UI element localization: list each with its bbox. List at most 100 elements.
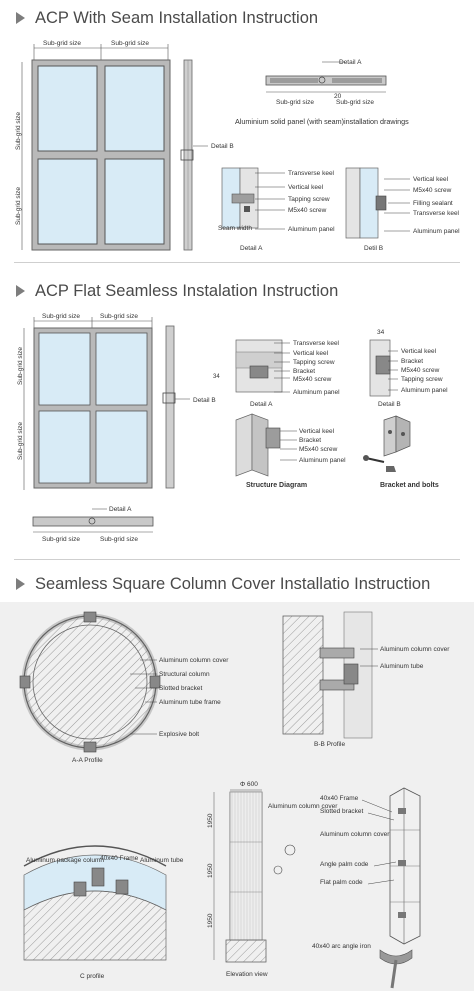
dim-sub-grid-size: Sub-grid size bbox=[100, 536, 138, 543]
label-elevation-aluminum-column-cover: Aluminum column cover bbox=[268, 803, 338, 810]
label-m5x40-screw: M5x40 screw bbox=[293, 376, 332, 383]
triangle-bullet-icon bbox=[16, 12, 25, 24]
label-iso-40x40-frame: 40x40 Frame bbox=[320, 795, 359, 802]
label-bb-aluminum-tube: Aluminum tube bbox=[380, 663, 424, 670]
label-aluminum-panel: Aluminum panel bbox=[299, 457, 346, 464]
detail-a-drawing: Transverse keel Vertical keel Tapping sc… bbox=[218, 167, 335, 252]
label-transverse-keel: Transverse keel bbox=[293, 340, 340, 347]
label-40x40-arc-angle-iron: 40x40 arc angle iron bbox=[312, 943, 371, 950]
label-angle-palm-code: Angle palm code bbox=[320, 861, 369, 868]
label-detail-b: Detail B bbox=[211, 143, 234, 150]
label-aluminum-panel: Aluminum panel bbox=[413, 228, 460, 235]
label-m5x40-screw: M5x40 screw bbox=[288, 207, 327, 214]
label-transverse-keel: Transverse keel bbox=[413, 210, 460, 217]
dim-sub-grid-size: Sub-grid size bbox=[42, 313, 80, 320]
label-aluminum-package-column: Aluminum package column bbox=[26, 857, 104, 864]
triangle-bullet-icon bbox=[16, 578, 25, 590]
acp-seam-panel-section: Detail A Sub-grid size Sub-grid size 20 … bbox=[235, 59, 409, 126]
label-vertical-keel: Vertical keel bbox=[299, 428, 335, 435]
label-structural-column: Structural column bbox=[159, 671, 210, 678]
dim-34: 34 bbox=[377, 329, 385, 336]
elevation-view-drawing: Φ 600 1950 1950 1950 Aluminum column cov… bbox=[207, 781, 338, 978]
label-detil-b-caption: Detil B bbox=[364, 245, 383, 252]
label-m5x40-screw: M5x40 screw bbox=[401, 367, 440, 374]
label-explosive-bolt: Explosive bolt bbox=[159, 731, 199, 738]
dim-sub-grid-size: Sub-grid size bbox=[111, 40, 149, 47]
acp-seam-window-drawing: Sub-grid size Sub-grid size Sub-grid siz… bbox=[15, 40, 234, 251]
label-bb-aluminum-column-cover: Aluminum column cover bbox=[380, 646, 450, 653]
section-2-header: ACP Flat Seamless Instalation Instructio… bbox=[16, 279, 338, 303]
label-aluminum-tube-frame: Aluminum tube frame bbox=[159, 699, 221, 706]
dim-1950-top: 1950 bbox=[207, 813, 214, 828]
dim-sub-grid-size-vertical: Sub-grid size bbox=[17, 422, 24, 460]
dim-sub-grid-size: Sub-grid size bbox=[276, 99, 314, 106]
label-m5x40-screw: M5x40 screw bbox=[413, 187, 452, 194]
label-seam-width: Seam width bbox=[218, 225, 252, 232]
section-2-title: ACP Flat Seamless Instalation Instructio… bbox=[35, 281, 339, 300]
label-detail-b-caption: Detail B bbox=[378, 401, 401, 408]
label-elevation-view: Elevation view bbox=[226, 971, 268, 978]
dim-sub-grid-size-vertical: Sub-grid size bbox=[15, 187, 22, 225]
dim-sub-grid-size-vertical: Sub-grid size bbox=[15, 112, 22, 150]
label-filling-sealant: Filling sealant bbox=[413, 200, 453, 207]
acp-flat-panel-section: Detail A Sub-grid size Sub-grid size bbox=[32, 506, 154, 543]
label-structure-diagram: Structure Diagram bbox=[246, 482, 307, 489]
dim-sub-grid-size: Sub-grid size bbox=[100, 313, 138, 320]
label-c-profile: C profile bbox=[80, 973, 105, 980]
detil-b-drawing: Vertical keel M5x40 screw Filling sealan… bbox=[345, 167, 460, 252]
label-aluminum-tube: Aluminum tube bbox=[140, 857, 184, 864]
label-iso-slotted-bracket: Slotted bracket bbox=[320, 808, 364, 815]
dim-phi-600: Φ 600 bbox=[240, 781, 258, 788]
label-vertical-keel: Vertical keel bbox=[288, 184, 324, 191]
section-1-title: ACP With Seam Installation Instruction bbox=[35, 8, 319, 27]
label-tapping-screw: Tapping screw bbox=[293, 359, 335, 366]
dim-20: 20 bbox=[334, 93, 342, 100]
dim-sub-grid-size: Sub-grid size bbox=[43, 40, 81, 47]
dim-1950-bottom: 1950 bbox=[207, 913, 214, 928]
label-vertical-keel: Vertical keel bbox=[413, 176, 449, 183]
c-profile-drawing: Aluminum package column 40x40 Frame Alum… bbox=[23, 845, 184, 980]
triangle-bullet-icon bbox=[16, 285, 25, 297]
label-bracket: Bracket bbox=[299, 437, 321, 444]
label-detail-a-caption: Detail A bbox=[240, 245, 263, 252]
label-aluminum-column-cover: Aluminum column cover bbox=[159, 657, 229, 664]
divider bbox=[14, 559, 460, 560]
label-detail-b: Detail B bbox=[193, 397, 216, 404]
label-bracket: Bracket bbox=[293, 368, 315, 375]
section-1-header: ACP With Seam Installation Instruction bbox=[16, 6, 318, 30]
label-iso-aluminum-column-cover: Aluminum column cover bbox=[320, 831, 390, 838]
acp-flat-window-drawing: Sub-grid size Sub-grid size Sub-grid siz… bbox=[17, 313, 216, 490]
label-bracket-and-bolts: Bracket and bolts bbox=[380, 482, 439, 489]
a-a-profile-drawing: Aluminum column cover Structural column … bbox=[19, 611, 229, 764]
label-vertical-keel: Vertical keel bbox=[293, 350, 329, 357]
label-aluminum-panel: Aluminum panel bbox=[293, 389, 340, 396]
label-tapping-screw: Tapping screw bbox=[401, 376, 443, 383]
label-40x40-frame: 40x40 Frame bbox=[100, 855, 139, 862]
dim-34: 34 bbox=[213, 374, 220, 380]
caption-solid-panel: Aluminium solid panel (with seam)install… bbox=[235, 117, 409, 126]
label-a-a-profile: A-A Profile bbox=[72, 757, 103, 764]
label-slotted-bracket: Slotted bracket bbox=[159, 685, 203, 692]
isometric-frame-drawing: 40x40 Frame Slotted bracket Aluminum col… bbox=[312, 787, 421, 989]
label-transverse-keel: Transverse keel bbox=[288, 170, 335, 177]
dim-1950-middle: 1950 bbox=[207, 863, 214, 878]
label-aluminum-panel: Aluminum panel bbox=[288, 226, 335, 233]
bracket-bolts-drawing: Bracket and bolts bbox=[363, 415, 439, 489]
label-m5x40-screw: M5x40 screw bbox=[299, 446, 338, 453]
section-3-header: Seamless Square Column Cover Installatio… bbox=[16, 572, 430, 596]
label-aluminum-panel: Aluminum panel bbox=[401, 387, 448, 394]
label-b-b-profile: B-B Profile bbox=[314, 741, 345, 748]
label-bracket: Bracket bbox=[401, 358, 423, 365]
dim-sub-grid-size-vertical: Sub-grid size bbox=[17, 347, 24, 385]
structure-diagram-drawing: Vertical keel Bracket M5x40 screw Alumin… bbox=[235, 413, 346, 489]
label-detail-a: Detail A bbox=[109, 506, 132, 513]
label-tapping-screw: Tapping screw bbox=[288, 196, 330, 203]
dim-sub-grid-size: Sub-grid size bbox=[42, 536, 80, 543]
dim-sub-grid-size: Sub-grid size bbox=[336, 99, 374, 106]
label-vertical-keel: Vertical keel bbox=[401, 348, 437, 355]
section-3-title: Seamless Square Column Cover Installatio… bbox=[35, 574, 431, 593]
divider bbox=[14, 262, 460, 263]
detail-b-flat-drawing: 34 Vertical keel Bracket M5x40 screw Tap… bbox=[369, 329, 448, 408]
b-b-profile-drawing: Aluminum column cover Aluminum tube B-B … bbox=[282, 611, 450, 748]
